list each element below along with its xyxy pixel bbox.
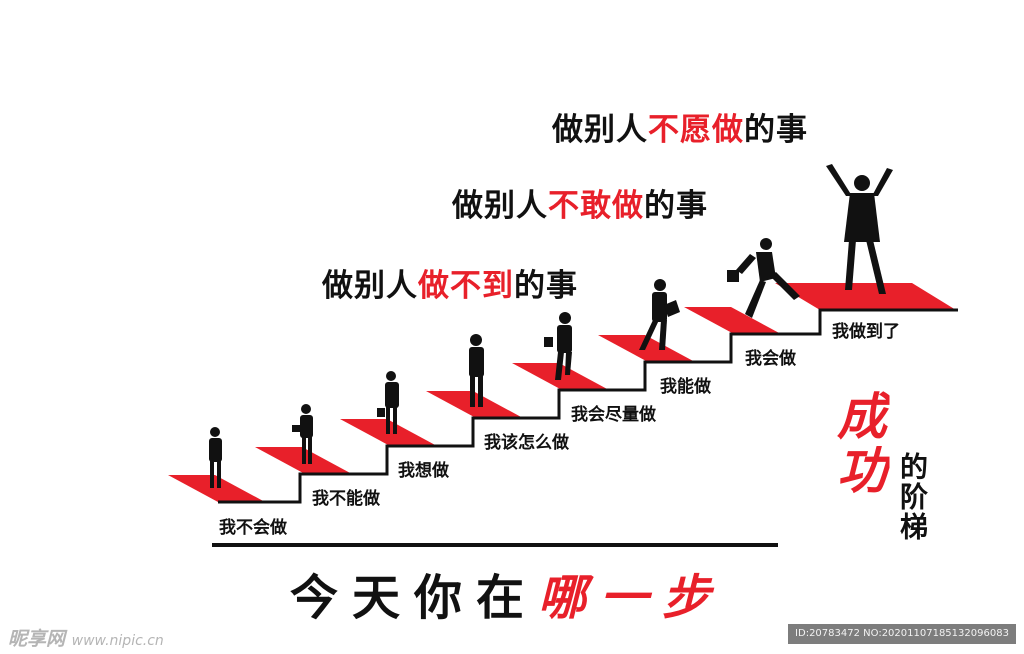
watermark-url: www.nipic.cn [71, 633, 164, 649]
step-label-4: 我该怎么做 [484, 433, 569, 453]
headline-3: 做别人做不到的事 [322, 260, 578, 305]
person-5 [544, 312, 572, 380]
headline-2-red: 不敢做 [548, 188, 644, 224]
step-label-6: 我能做 [660, 377, 711, 397]
side-title-red: 成功 [829, 390, 888, 498]
step-outline [218, 308, 958, 504]
person-8 [826, 164, 893, 294]
headline-1: 做别人不愿做的事 [552, 104, 808, 149]
headline-2: 做别人不敢做的事 [452, 180, 708, 225]
person-1 [209, 427, 222, 488]
headline-2-black: 做别人 [452, 188, 548, 224]
bottom-question-red: 哪一步 [538, 570, 725, 626]
headline-1-end: 的事 [744, 112, 808, 148]
step-label-8: 我做到了 [832, 322, 900, 342]
bottom-question: 今天你在哪一步 [290, 558, 724, 628]
person-6 [639, 279, 680, 350]
watermark-id: ID:20783472 NO:20201107185132096083 [788, 624, 1016, 644]
person-4 [469, 334, 484, 407]
headline-3-black: 做别人 [322, 268, 418, 304]
watermark-logo: 昵享网 www.nipic.cn [8, 624, 164, 651]
headline-1-black: 做别人 [552, 112, 648, 148]
step-label-2: 我不能做 [312, 489, 380, 509]
carpet-6 [598, 335, 695, 362]
carpet-8 [775, 283, 956, 310]
headline-1-red: 不愿做 [648, 112, 744, 148]
side-title-black: 的阶梯 [896, 452, 929, 542]
step-label-5: 我会尽量做 [571, 405, 656, 425]
headline-2-end: 的事 [644, 188, 708, 224]
person-7 [727, 238, 800, 318]
carpet-7 [684, 307, 781, 334]
step-label-7: 我会做 [745, 349, 796, 369]
step-label-3: 我想做 [398, 461, 449, 481]
headline-3-red: 做不到 [418, 268, 514, 304]
step-label-1: 我不会做 [219, 518, 287, 538]
person-2 [292, 404, 313, 464]
watermark-logo-text: 昵享网 [8, 628, 66, 650]
headline-3-end: 的事 [514, 268, 578, 304]
person-3 [377, 371, 399, 434]
bottom-question-black: 今天你在 [290, 570, 539, 626]
carpet-1 [168, 475, 265, 502]
